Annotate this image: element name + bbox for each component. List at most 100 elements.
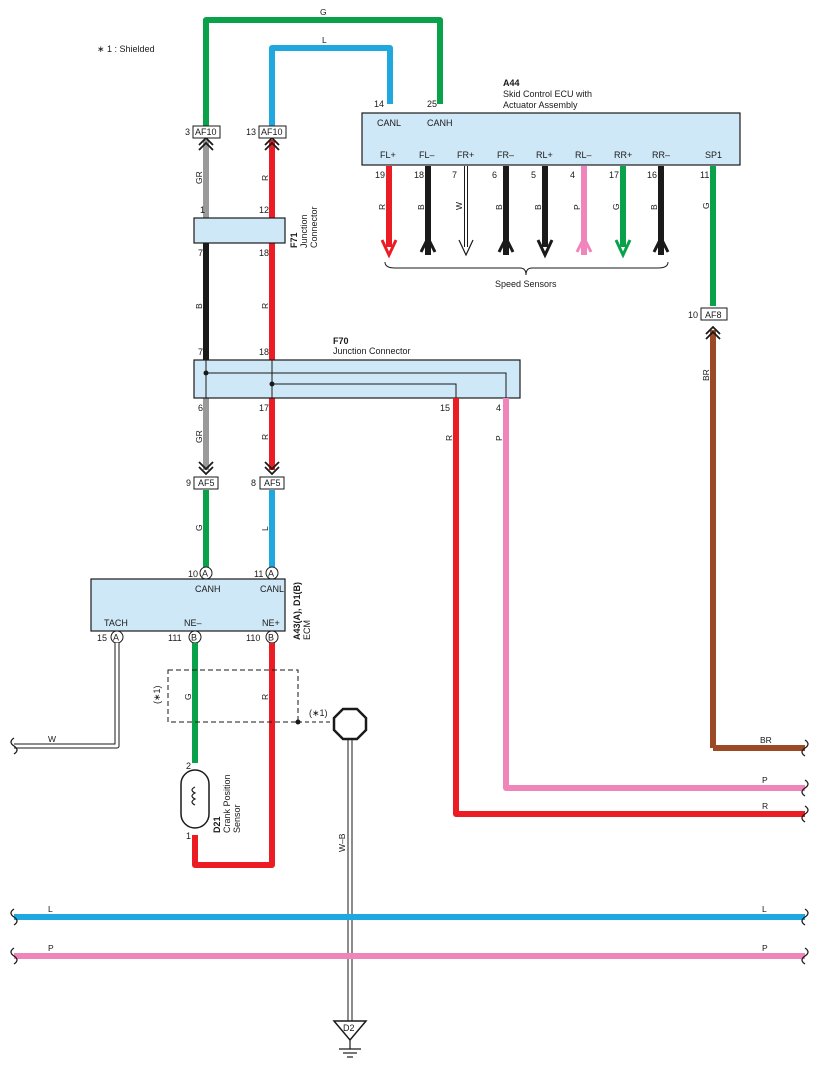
can-loop-g: G (203, 7, 443, 127)
wire-code-ground: W–B (337, 833, 347, 852)
wire-code-left-f70-af5: GR (194, 430, 204, 443)
can-loop-l: L (269, 35, 393, 127)
f70-pin-b4: 4 (496, 403, 501, 413)
af10-right-pin: 13 (246, 127, 256, 137)
f71-name-1: Junction (299, 214, 309, 248)
ecm-ne-plus-pin: 110 (246, 633, 260, 643)
a44-terminal-pin: 16 (647, 170, 657, 180)
af10-right-box (258, 125, 287, 139)
ecm-canl-conn: A (268, 569, 274, 579)
d2-label: D2 (343, 1023, 355, 1033)
f70-pin-bl: 6 (198, 403, 203, 413)
ecm-ne-minus-conn: B (191, 633, 197, 643)
af8-label: AF8 (705, 310, 722, 320)
arrow-up-icon (652, 234, 670, 253)
wire-code-right-f71-f70: R (260, 303, 270, 309)
a44-terminal-label: RL– (575, 150, 592, 160)
coil-icon (191, 786, 197, 806)
arrow-down-icon (614, 239, 632, 259)
af5-connectors: 9 AF5 8 AF5 (186, 476, 285, 490)
ecm-box (90, 578, 286, 632)
a44-terminal-pin: 5 (531, 170, 536, 180)
ecm-canl-label: CANL (260, 584, 284, 594)
f71-box (193, 217, 286, 244)
a44-terminal-label: FL+ (380, 150, 396, 160)
a44-terminal-pin: 7 (452, 170, 457, 180)
wire-code-w: W (48, 734, 56, 744)
ecm-name: ECM (302, 620, 312, 640)
ecm-ne-minus-pin: 111 (168, 633, 182, 643)
ground-triangle-icon (332, 1020, 368, 1042)
f70-outputs: R P (444, 398, 805, 817)
through-wires: L L P P (14, 904, 805, 959)
a44-terminal-pin: 17 (609, 170, 619, 180)
wire-code-p-left: P (48, 943, 54, 953)
ground-point-octagon (332, 707, 368, 741)
wire-code-r-edge: R (762, 801, 768, 811)
af10-left-box (192, 125, 221, 139)
speed-sensors-label: Speed Sensors (495, 279, 557, 289)
a44-terminal-pin: 4 (570, 170, 575, 180)
f70-junction-connector: F70 Junction Connector 7 18 6 17 15 4 (193, 336, 521, 413)
d21-pin-bottom: 1 (186, 831, 191, 841)
f70-pin-tr: 18 (259, 347, 269, 357)
f71-pin-br: 18 (259, 248, 269, 258)
ecm-canh-label: CANH (195, 584, 221, 594)
a44-terminal-label: RL+ (536, 150, 553, 160)
f70-pin-b3: 15 (440, 403, 450, 413)
a44-canh-label: CANH (427, 118, 453, 128)
wire-code-left-af5-ecm: G (194, 524, 204, 531)
a44-canh-pin: 25 (427, 99, 437, 109)
speed-sensor-wire-code: B (416, 204, 426, 210)
wire-code-af8-br: BR (701, 369, 711, 381)
vertical-trunk: GR R B R GR R G L (194, 136, 280, 568)
wire-code-f70-15: R (444, 435, 454, 441)
wire-code-right-f70-af5: R (260, 434, 270, 440)
crank-sensor-circuit: G R (∗1) (∗1) 2 1 D21 Crank Position Sen… (152, 643, 336, 868)
f71-pin-tr: 12 (259, 205, 269, 215)
ecm-tach-conn: A (113, 633, 119, 643)
af5-right-pin: 8 (251, 478, 256, 488)
wire-code-ne-minus: G (183, 693, 193, 700)
f70-box (193, 359, 521, 399)
a44-code: A44 (503, 78, 520, 88)
ground-circuit: W–B D2 (332, 707, 368, 1058)
speed-sensor-wire-code: B (649, 204, 659, 210)
af8-pin: 10 (688, 310, 698, 320)
sp1-circuit: G 10 AF8 BR (688, 166, 805, 751)
arrow-down-icon (380, 239, 398, 259)
ecm-code: A43(A), D1(B) (292, 582, 302, 640)
a44-sp1-pin: 11 (700, 170, 709, 180)
f70-pin-tl: 7 (198, 347, 203, 357)
speed-sensor-wire-code: B (533, 204, 543, 210)
af10-left-label: AF10 (195, 127, 217, 137)
a44-terminal-pin: 19 (375, 170, 385, 180)
a44-box (361, 112, 741, 166)
arrow-up-icon (575, 234, 593, 253)
shield-box (167, 669, 299, 723)
shield-label-left: (∗1) (152, 685, 162, 704)
af5-right-label: AF5 (264, 478, 281, 488)
speed-sensor-wire-code: R (377, 204, 387, 210)
wire-code-right-af10-f71: R (260, 175, 270, 181)
ecm-tach-label: TACH (104, 618, 128, 628)
a44-name-1: Skid Control ECU with (503, 89, 592, 99)
a44-canl-pin: 14 (374, 99, 384, 109)
wire-code-p-right: P (762, 943, 768, 953)
wire-code-l-top: L (322, 35, 327, 45)
af5-left-label: AF5 (198, 478, 215, 488)
a44-terminal-label: FL– (419, 150, 435, 160)
a44-terminal-label: FR+ (457, 150, 474, 160)
wire-code-sp1: G (701, 202, 711, 209)
a44-canl-label: CANL (377, 118, 401, 128)
arrow-down-icon (458, 239, 474, 257)
a44-terminal-label: RR+ (614, 150, 632, 160)
f70-name: Junction Connector (333, 346, 411, 356)
arrow-down-icon (536, 239, 554, 259)
a44-terminal-pin: 6 (492, 170, 497, 180)
wire-code-right-af5-ecm: L (260, 526, 270, 531)
a44-skid-control-ecu: A44 Skid Control ECU with Actuator Assem… (361, 78, 741, 289)
wire-code-p-edge: P (762, 775, 768, 785)
f71-junction-connector: 1 12 7 18 F71 Junction Connector (193, 205, 319, 258)
